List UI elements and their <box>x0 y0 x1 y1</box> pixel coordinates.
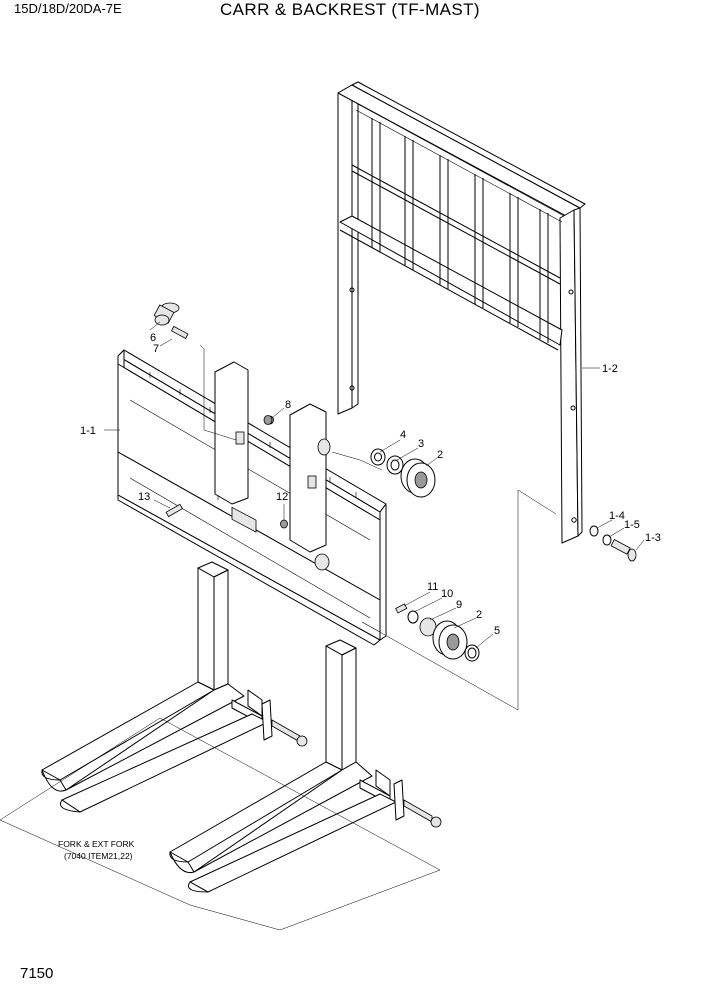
backrest-fasteners <box>589 525 637 562</box>
callout-6: 6 <box>150 332 156 344</box>
callout-2-upper: 2 <box>437 449 443 461</box>
fork-note-line1: FORK & EXT FORK <box>58 839 135 849</box>
callout-1-4: 1-4 <box>609 510 625 522</box>
callout-1-1: 1-1 <box>80 425 96 437</box>
page-number: 7150 <box>20 965 54 982</box>
callout-12: 12 <box>276 491 288 503</box>
leader-lines <box>104 321 645 649</box>
callout-1-5: 1-5 <box>624 519 640 531</box>
fork-reference-outline <box>0 717 441 931</box>
part-7-screw <box>170 325 189 339</box>
part-8-nut <box>263 415 273 425</box>
callout-7: 7 <box>153 343 159 355</box>
fork-left <box>41 561 308 813</box>
reference-lines <box>199 344 557 711</box>
callout-1-3: 1-3 <box>645 532 661 544</box>
part-6-stud <box>153 302 180 326</box>
fork-note-line2: (7040 ITEM21,22) <box>64 851 133 861</box>
fork-right <box>169 639 442 893</box>
lower-roller-set <box>395 603 480 662</box>
upper-roller-set <box>370 448 436 498</box>
callout-10: 10 <box>441 588 453 600</box>
model-code: 15D/18D/20DA-7E <box>14 1 122 16</box>
callout-1-2: 1-2 <box>602 363 618 375</box>
carriage-frame <box>117 349 387 646</box>
page-title: CARR & BACKREST (TF-MAST) <box>220 0 480 19</box>
callout-2-lower: 2 <box>476 609 482 621</box>
backrest-frame <box>337 81 586 544</box>
callout-5: 5 <box>494 625 500 637</box>
callout-13: 13 <box>138 491 150 503</box>
callout-11: 11 <box>427 581 438 593</box>
callout-9: 9 <box>456 599 462 611</box>
callout-4: 4 <box>400 429 406 441</box>
callout-8: 8 <box>285 399 291 411</box>
callout-3: 3 <box>418 438 424 450</box>
part-13-bolt <box>165 503 183 518</box>
